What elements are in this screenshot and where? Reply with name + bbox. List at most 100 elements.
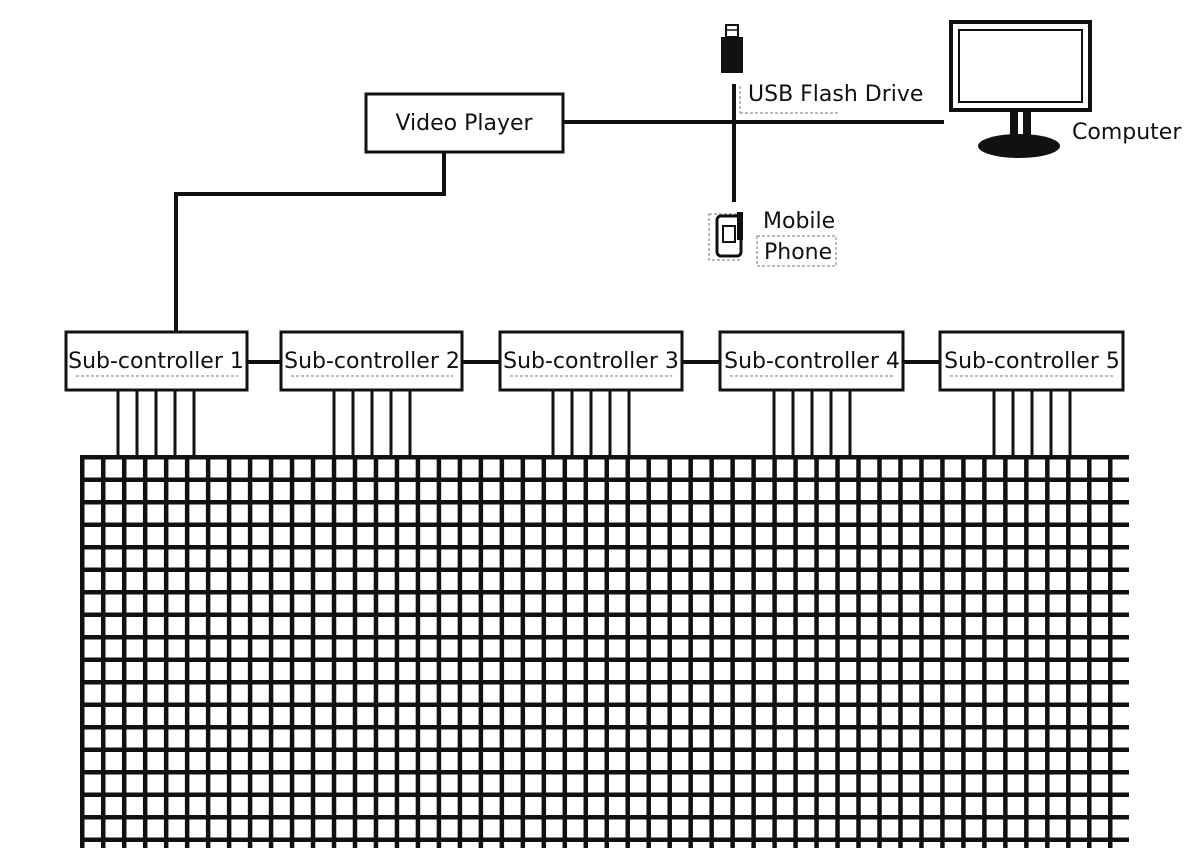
led-cell: [231, 504, 248, 523]
led-cell: [734, 572, 752, 590]
led-cell: [986, 594, 1004, 613]
led-cell: [755, 842, 773, 848]
led-cell: [252, 842, 269, 848]
led-cell: [944, 549, 962, 568]
led-cell: [734, 662, 752, 680]
led-cell: [105, 707, 122, 725]
led-cell: [944, 594, 962, 613]
led-cell: [546, 819, 563, 838]
led-cell: [189, 617, 206, 635]
led-cell: [881, 639, 899, 658]
led-cell: [525, 842, 542, 848]
led-cell: [168, 819, 185, 838]
led-cell: [1028, 639, 1046, 658]
led-cell: [168, 662, 185, 680]
led-cell: [168, 527, 185, 545]
led-cell: [525, 729, 542, 748]
led-cell: [399, 549, 416, 568]
led-cell: [210, 797, 227, 815]
led-cell: [315, 752, 332, 770]
led-cell: [860, 774, 878, 793]
led-cell: [965, 752, 983, 770]
led-cell: [420, 482, 437, 500]
led-cell: [1070, 459, 1088, 478]
led-cell: [315, 527, 332, 545]
led-cell: [1070, 707, 1088, 725]
led-cell: [713, 594, 731, 613]
led-cell: [588, 459, 605, 478]
led-cell: [483, 527, 500, 545]
led-cell: [84, 594, 101, 613]
led-cell: [692, 527, 710, 545]
led-cell: [944, 729, 962, 748]
led-cell: [671, 684, 689, 703]
led-cell: [1049, 572, 1067, 590]
led-cell: [860, 842, 878, 848]
led-cell: [483, 729, 500, 748]
led-cell: [881, 684, 899, 703]
led-cell: [965, 617, 983, 635]
led-cell: [252, 662, 269, 680]
led-cell: [336, 482, 353, 500]
led-cell: [399, 797, 416, 815]
led-cell: [315, 594, 332, 613]
led-cell: [776, 482, 794, 500]
led-cell: [210, 504, 227, 523]
led-cell: [483, 752, 500, 770]
led-cell: [231, 842, 248, 848]
led-cell: [294, 707, 311, 725]
led-cell: [189, 572, 206, 590]
led-cell: [1112, 594, 1129, 613]
led-cell: [315, 617, 332, 635]
led-cell: [441, 639, 458, 658]
led-cell: [189, 594, 206, 613]
led-cell: [965, 594, 983, 613]
led-cell: [1091, 639, 1109, 658]
led-cell: [671, 527, 689, 545]
led-cell: [168, 842, 185, 848]
led-cell: [84, 729, 101, 748]
led-cell: [378, 617, 395, 635]
led-cell: [462, 707, 479, 725]
led-cell: [126, 527, 143, 545]
led-cell: [881, 842, 899, 848]
led-cell: [692, 797, 710, 815]
led-cell: [210, 774, 227, 793]
led-cell: [336, 527, 353, 545]
led-cell: [650, 797, 668, 815]
led-cell: [902, 527, 920, 545]
led-cell: [986, 504, 1004, 523]
led-cell: [315, 459, 332, 478]
led-cell: [713, 819, 731, 838]
led-cell: [378, 729, 395, 748]
led-cell: [546, 729, 563, 748]
led-cell: [273, 662, 290, 680]
led-cell: [881, 729, 899, 748]
led-cell: [755, 774, 773, 793]
led-cell: [546, 707, 563, 725]
led-cell: [420, 549, 437, 568]
led-cell: [567, 572, 584, 590]
led-cell: [692, 774, 710, 793]
mobile-phone-icon: [708, 212, 743, 261]
led-cell: [902, 549, 920, 568]
led-cell: [776, 729, 794, 748]
led-cell: [923, 819, 941, 838]
led-cell: [713, 774, 731, 793]
led-cell: [1091, 774, 1109, 793]
led-cell: [273, 797, 290, 815]
led-cell: [126, 774, 143, 793]
led-cell: [336, 729, 353, 748]
led-cell: [860, 617, 878, 635]
led-cell: [1091, 482, 1109, 500]
led-cell: [713, 684, 731, 703]
led-cell: [294, 819, 311, 838]
led-cell: [105, 617, 122, 635]
led-cell: [126, 819, 143, 838]
led-cell: [629, 842, 647, 848]
led-cell: [273, 752, 290, 770]
led-cell: [504, 459, 521, 478]
led-cell: [1091, 842, 1109, 848]
led-cell: [1091, 684, 1109, 703]
led-cell: [650, 752, 668, 770]
